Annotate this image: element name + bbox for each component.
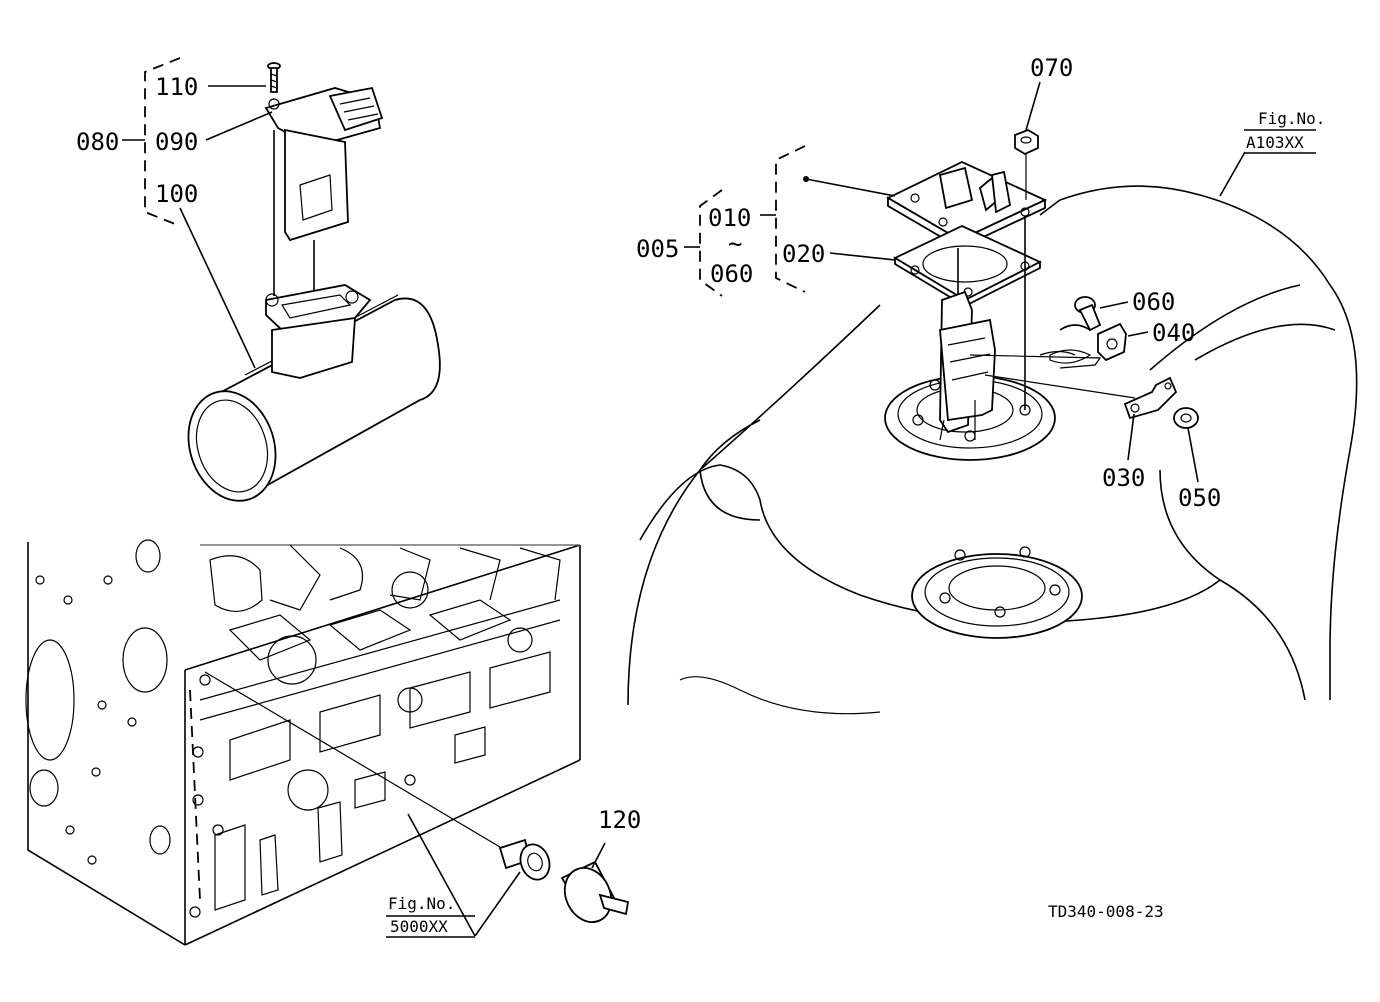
fig-ref-block-title: Fig.No.	[388, 894, 455, 913]
label-020: 020	[782, 240, 825, 268]
fig-ref-tank-title: Fig.No.	[1258, 109, 1325, 128]
label-tilde: ~	[728, 230, 742, 258]
label-080: 080	[76, 128, 119, 156]
label-010: 010	[708, 204, 751, 232]
label-100: 100	[155, 180, 198, 208]
sensor-120: 120	[204, 671, 641, 923]
mass-air-flow-sensor	[264, 86, 384, 296]
label-040: 040	[1152, 319, 1195, 347]
label-030: 030	[1102, 464, 1145, 492]
label-005: 005	[636, 235, 679, 263]
nut-050	[1173, 407, 1199, 429]
group-bracket-005	[699, 189, 723, 297]
intake-pipe	[187, 294, 441, 502]
label-090: 090	[155, 128, 198, 156]
label-060-range: 060	[710, 260, 753, 288]
bracket-040	[1049, 322, 1127, 364]
fig-ref-engine-block: Fig.No. 5000XX	[386, 813, 521, 938]
fig-ref-tank-number: A103XX	[1246, 133, 1304, 152]
drawing-code: TD340-008-23	[1048, 902, 1164, 921]
group-bracket-080	[144, 57, 181, 227]
label-110: 110	[155, 73, 198, 101]
fig-ref-fuel-tank: Fig.No. A103XX	[1219, 109, 1325, 197]
label-060: 060	[1132, 288, 1175, 316]
bolt-060	[1074, 296, 1102, 332]
group-bracket-010	[775, 145, 806, 293]
screw	[267, 62, 281, 93]
nut-070	[1014, 129, 1039, 200]
fuel-tank	[627, 185, 1358, 715]
label-050: 050	[1178, 484, 1221, 512]
fig-ref-block-number: 5000XX	[390, 917, 448, 936]
label-120: 120	[598, 806, 641, 834]
bracket-030	[1123, 376, 1178, 420]
sensor-housing	[265, 284, 372, 379]
air-flow-sensor-assembly: 110 090 080 100	[76, 57, 441, 502]
fuel-gauge-unit	[803, 161, 1136, 441]
engine-block	[25, 539, 581, 946]
label-070: 070	[1030, 54, 1073, 82]
